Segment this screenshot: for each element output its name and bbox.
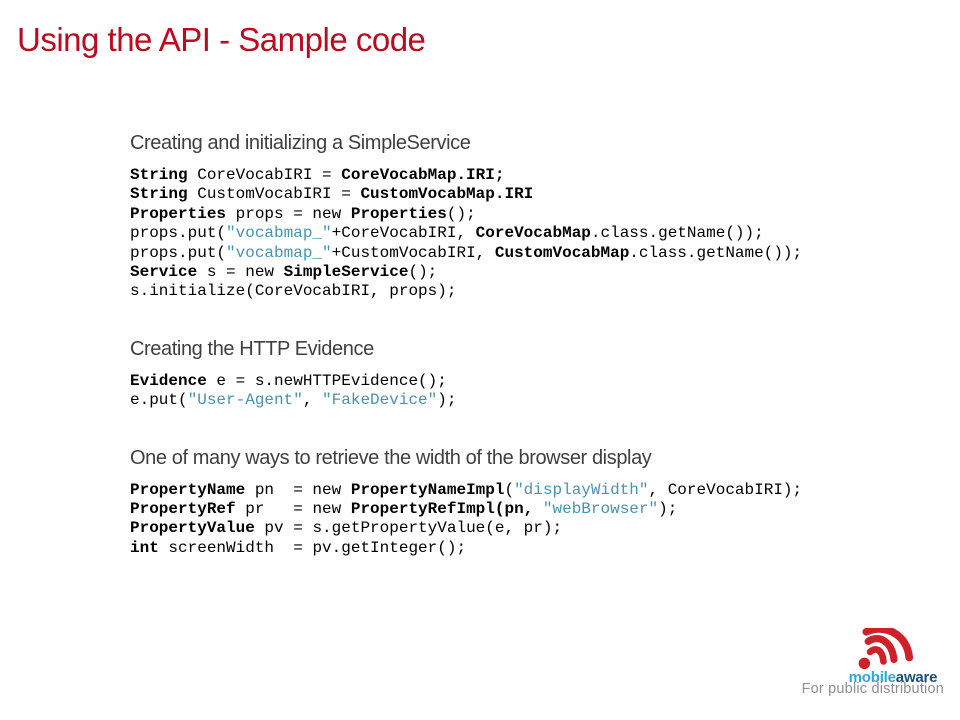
code-line: props.put("vocabmap_"+CustomVocabIRI, Cu… <box>130 243 803 262</box>
brand-mobile: mobile <box>848 669 896 686</box>
code-line: PropertyName pn = new PropertyNameImpl("… <box>130 480 803 499</box>
code-line: e.put("User-Agent", "FakeDevice"); <box>130 391 457 410</box>
code-line: int screenWidth = pv.getInteger(); <box>130 538 467 557</box>
section-heading: Creating and initializing a SimpleServic… <box>130 132 471 154</box>
code-line: s.initialize(CoreVocabIRI, props); <box>130 282 457 301</box>
code-block: Evidence e = s.newHTTPEvidence();e.put("… <box>130 372 930 411</box>
signal-waves-icon <box>858 628 914 670</box>
code-line: String CustomVocabIRI = CustomVocabMap.I… <box>130 185 534 204</box>
code-section: One of many ways to retrieve the width o… <box>130 446 930 559</box>
code-line: Properties props = new Properties(); <box>130 204 476 223</box>
brand-wordmark: mobileaware <box>846 670 940 686</box>
code-line: PropertyRef pr = new PropertyRefImpl(pn,… <box>130 499 678 518</box>
section-heading: One of many ways to retrieve the width o… <box>130 446 652 469</box>
code-line: Service s = new SimpleService(); <box>130 262 438 281</box>
brand-aware: aware <box>895 669 938 686</box>
code-block: String CoreVocabIRI = CoreVocabMap.IRI;S… <box>130 166 930 302</box>
footer-classification: For public distribution <box>801 681 944 697</box>
code-sections: Creating and initializing a SimpleServic… <box>130 131 930 593</box>
mobileaware-logo: mobileaware <box>846 628 940 686</box>
code-block: PropertyName pn = new PropertyNameImpl("… <box>130 481 930 559</box>
code-section: Creating and initializing a SimpleServic… <box>130 131 930 302</box>
code-line: PropertyValue pv = s.getPropertyValue(e,… <box>130 519 563 538</box>
section-heading: Creating the HTTP Evidence <box>130 337 374 360</box>
code-line: String CoreVocabIRI = CoreVocabMap.IRI; <box>130 166 505 184</box>
code-line: props.put("vocabmap_"+CoreVocabIRI, Core… <box>130 224 764 243</box>
code-line: Evidence e = s.newHTTPEvidence(); <box>130 371 447 390</box>
slide-title: Using the API - Sample code <box>17 21 426 58</box>
